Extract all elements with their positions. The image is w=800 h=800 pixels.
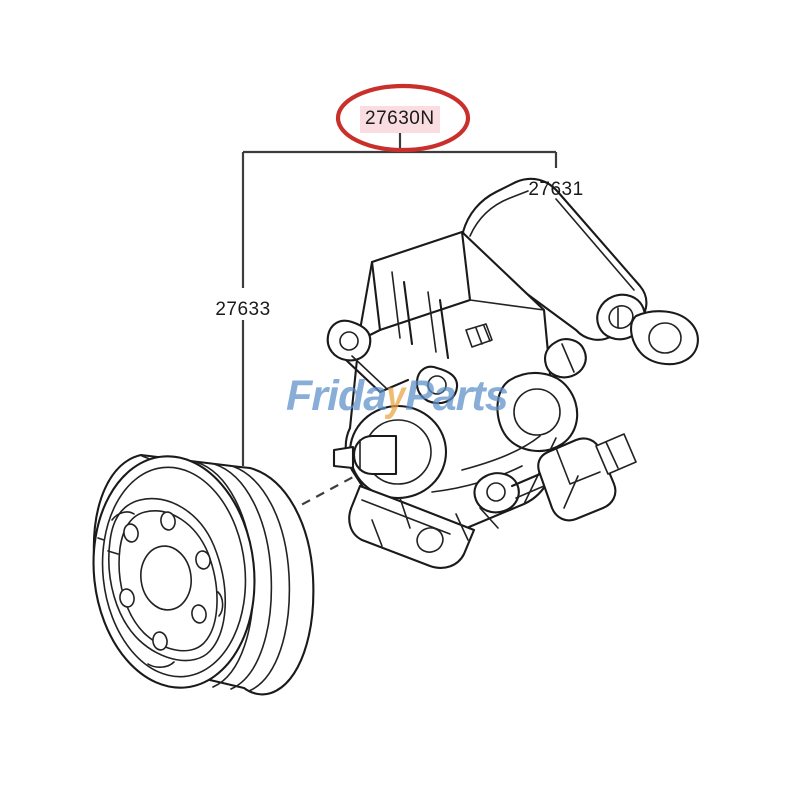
callout-label-27631: 27631 — [528, 179, 583, 200]
electrical-connector — [510, 433, 637, 522]
callout-labels: 27631 27633 — [215, 179, 583, 320]
highlight-annotation — [335, 83, 471, 153]
highlight-ellipse — [335, 83, 471, 153]
ribbed-clutch-pulley — [92, 453, 315, 696]
callout-label-27630n: 27630N — [360, 106, 440, 133]
callout-label-27633: 27633 — [215, 299, 270, 320]
compressor-housing — [326, 177, 699, 569]
